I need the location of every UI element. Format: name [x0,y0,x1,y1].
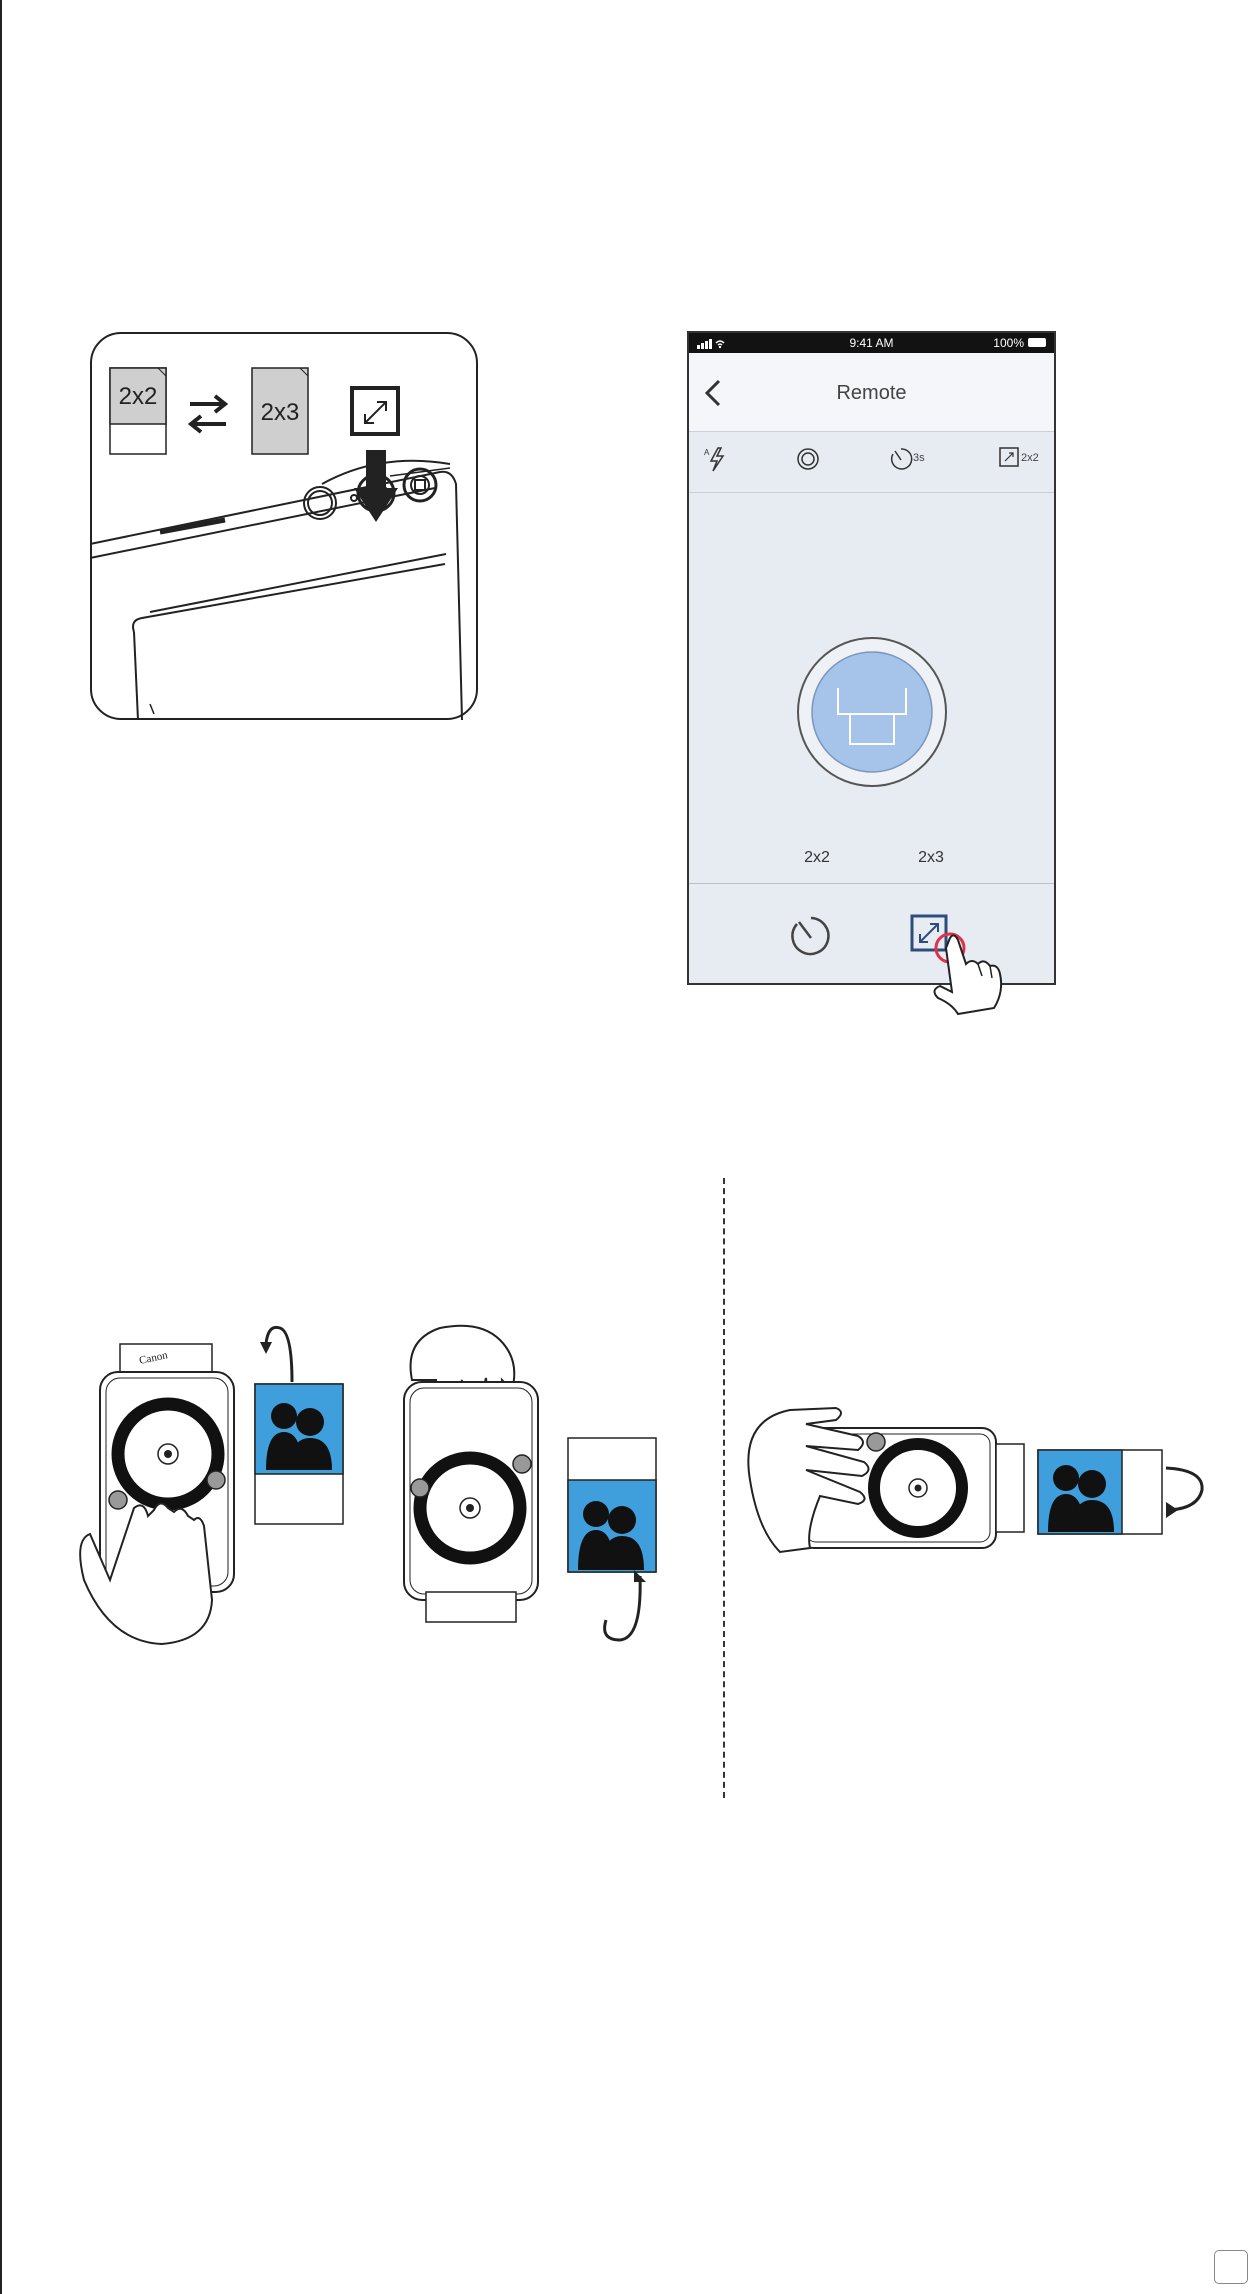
expand-icon [352,388,398,434]
lens-ring-icon[interactable] [793,444,823,474]
section-divider [723,1178,725,1798]
size-option-2x3[interactable]: 2x3 [901,849,961,867]
auto-flash-icon[interactable]: A [703,444,729,474]
svg-text:A: A [704,448,710,457]
tapping-hand-icon [890,918,1030,1018]
card-2x2-icon [110,368,166,454]
timer-small-icon [889,446,913,472]
portrait-print-figure-bottom-exit [390,1320,670,1650]
nav-bar: Remote [689,353,1054,432]
card-2x3-label: 2x3 [261,399,300,426]
shutter-button[interactable] [796,636,948,788]
phone-screen: 9:41 AM 100% Remote A 3s [687,331,1056,985]
size-setting-label: 2x2 [1021,452,1039,464]
camera-size-toggle-figure: 2x2 2x3 [90,332,480,722]
camera-toolbar: A 3s 2x2 [689,432,1054,493]
status-bar: 9:41 AM 100% [689,333,1054,353]
page-title: Remote [689,382,1054,405]
battery-percent: 100% [993,336,1024,350]
size-setting[interactable]: 2x2 [999,444,1049,474]
timer-setting[interactable]: 3s [889,444,929,474]
size-option-2x2[interactable]: 2x2 [787,849,847,867]
timer-icon[interactable] [789,914,833,958]
page-number-box [1214,2250,1248,2284]
timer-setting-label: 3s [913,452,925,464]
battery-icon [1028,338,1046,347]
expand-small-icon [999,447,1019,467]
left-margin-rule [0,0,2,2294]
landscape-print-figure [740,1400,1220,1570]
portrait-print-figure-top-exit: Canon [70,1320,370,1650]
card-2x2-label: 2x2 [119,383,158,410]
